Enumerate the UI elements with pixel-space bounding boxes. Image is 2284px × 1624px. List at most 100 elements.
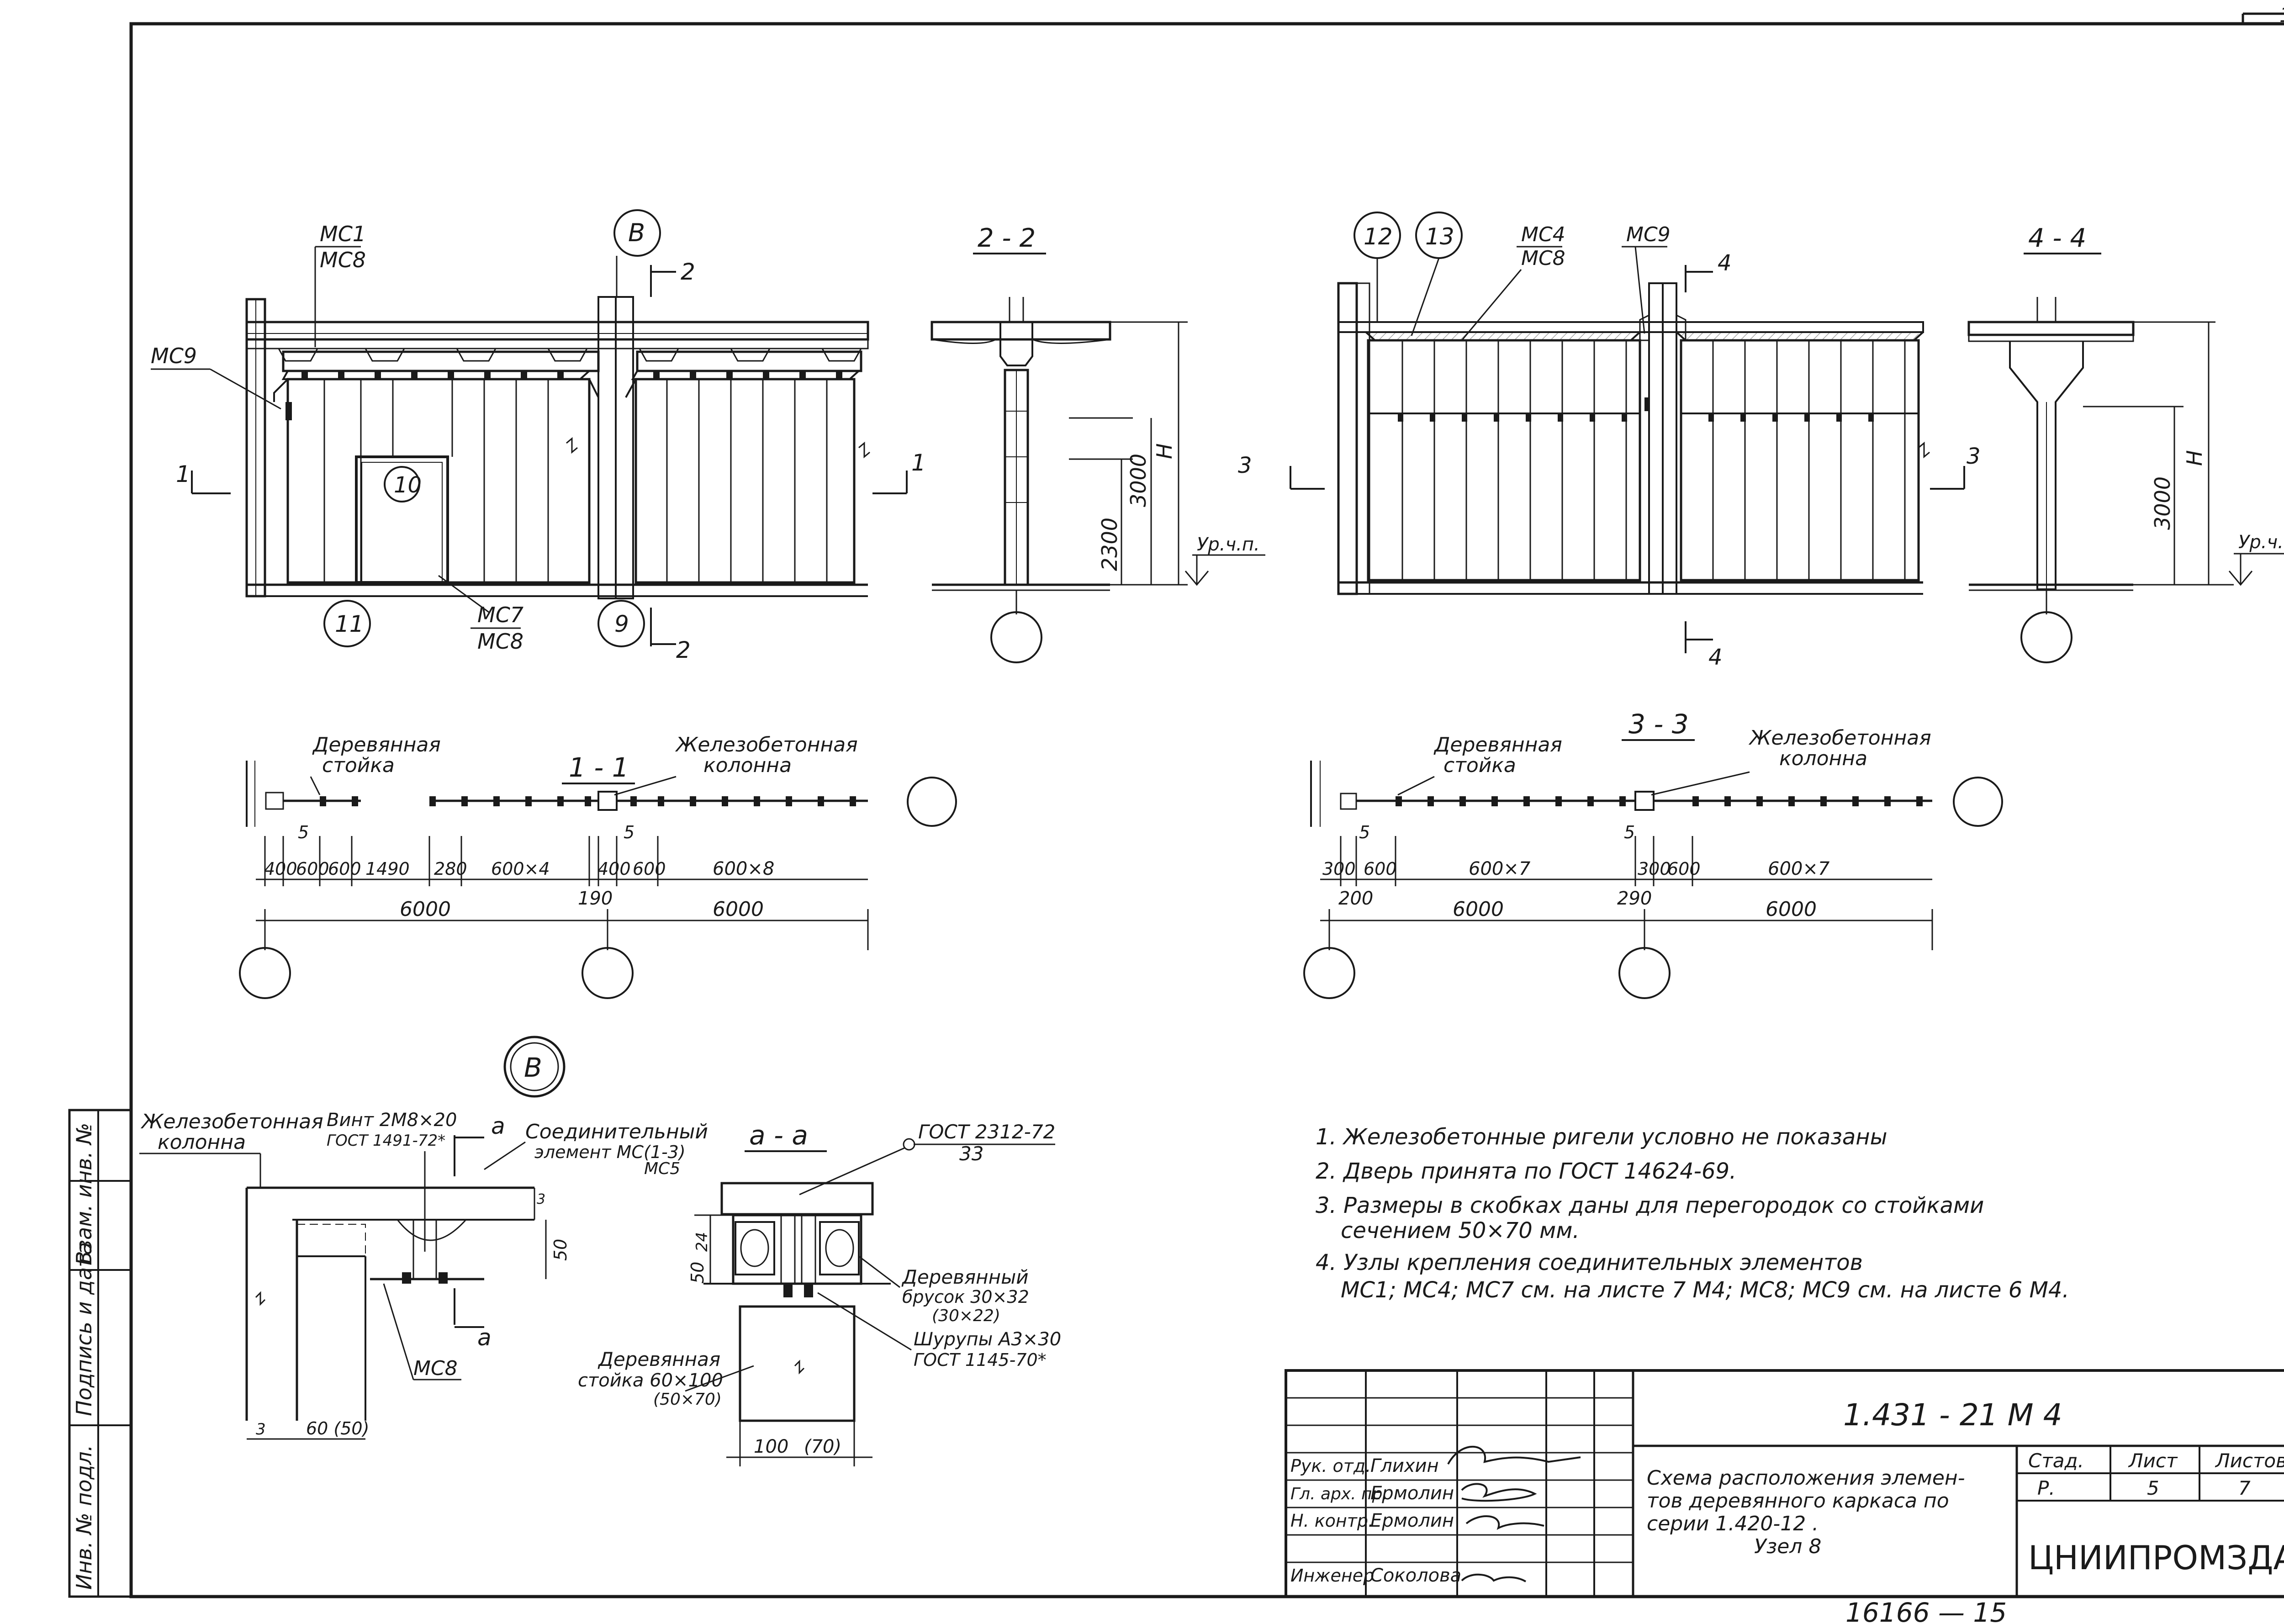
plan-3-3: 3 - 3 Деревянная стойка Железобетонная к… xyxy=(1303,709,2003,999)
note-4: 4. Узлы крепления соединительных элемент… xyxy=(1316,1250,1863,1275)
section-4-4: 4 - 4 3000 Н Ур.ч.п. xyxy=(1967,223,2284,663)
node-rc-col-2: колонна xyxy=(158,1131,246,1154)
sheet-title-line-2: тов деревянного каркаса по xyxy=(1647,1489,1949,1513)
plan11-dim-5a: 5 xyxy=(298,822,309,842)
node-screw-1: Винт 2М8×20 xyxy=(327,1110,457,1131)
plan33-dim-300b: 300 xyxy=(1638,859,1671,879)
secaa-screws-2: ГОСТ 1145-70* xyxy=(914,1350,1047,1370)
node-mc8: МС8 xyxy=(413,1357,458,1380)
plan33-dim-600x7b: 600×7 xyxy=(1768,858,1830,879)
section-2-2-title: 2 - 2 xyxy=(978,223,1036,253)
plan33-dim-600a: 600 xyxy=(1364,859,1397,879)
secaa-screws-1: Шурупы А3×30 xyxy=(914,1329,1061,1350)
sheet-frame: 14 xyxy=(129,4,2284,1598)
plan11-dim-5b: 5 xyxy=(624,822,634,842)
bottom-archive-number: 16166 — 15 xyxy=(1845,1597,2007,1624)
plan11-dim-600a: 600 xyxy=(296,859,329,879)
side-label-inv: Инв. № подл. xyxy=(72,1445,96,1590)
plan11-dim-400a: 400 xyxy=(264,859,297,879)
plan33-span-2: 6000 xyxy=(1766,898,1817,921)
stamp-role-5: Инженер xyxy=(1290,1566,1374,1586)
section-2-2: 2 - 2 2300 3000 Н Ур.ч.п. xyxy=(931,223,1265,663)
secaa-brace-3: (30×22) xyxy=(932,1307,1000,1325)
plan11-wood-post-2: стойка xyxy=(322,754,395,777)
level-mark-b: Ур.ч.п. xyxy=(2238,532,2284,553)
dim-h-b: Н xyxy=(2182,450,2207,466)
door-number: 10 xyxy=(394,472,422,498)
dim-3000: 3000 xyxy=(1126,454,1151,507)
secaa-post-3: (50×70) xyxy=(653,1390,722,1409)
sheet-value: 5 xyxy=(2147,1477,2159,1499)
section-4-4-title: 4 - 4 xyxy=(2028,223,2086,253)
cut1-left: 1 xyxy=(176,461,190,487)
axis-13: 13 xyxy=(1425,223,1454,250)
axis-12: 12 xyxy=(1364,223,1393,250)
plan11-dim-600b: 600 xyxy=(328,859,361,879)
sheet-label: Лист xyxy=(2128,1449,2178,1472)
label-mc7: МС7 xyxy=(477,603,523,627)
side-label-replace: Взам. инв. № xyxy=(72,1123,96,1265)
stamp-name-3: Ермолин xyxy=(1370,1510,1454,1531)
plan11-rc-col-2: колонна xyxy=(703,754,792,777)
dim-3000-b: 3000 xyxy=(2150,476,2175,530)
plan33-mid: 290 xyxy=(1617,888,1652,909)
axis-b: В xyxy=(628,218,645,247)
axis-9: 9 xyxy=(614,611,629,637)
node-label: В xyxy=(524,1052,542,1083)
stamp-role-3: Н. контр. xyxy=(1290,1511,1374,1531)
label-mc8b: МС8 xyxy=(477,629,523,654)
cut2-top: 2 xyxy=(681,259,695,285)
secaa-gost-1: ГОСТ 2312-72 xyxy=(918,1121,1055,1143)
cut4-bottom: 4 xyxy=(1708,645,1723,670)
secaa-gost-2: 33 xyxy=(959,1143,983,1165)
plan11-dim-600x8: 600×8 xyxy=(713,858,774,879)
node-conn-3: МС5 xyxy=(644,1159,680,1178)
plan11-span-2: 6000 xyxy=(713,898,764,921)
sheets-label: Листов xyxy=(2215,1449,2284,1472)
stamp-role-1: Рук. отд. xyxy=(1290,1456,1371,1476)
node-b-detail: В Железобетонная колонна Винт 2М8×20 ГОС… xyxy=(139,1036,708,1440)
node-d50: 50 xyxy=(550,1239,571,1261)
plan33-span-1: 6000 xyxy=(1453,898,1504,921)
axis-11: 11 xyxy=(335,611,364,637)
plan33-dim-300a: 300 xyxy=(1322,859,1356,879)
plan33-dim-600x7a: 600×7 xyxy=(1469,858,1531,879)
label-mc9: МС9 xyxy=(151,344,197,368)
section-a-a-title: а - а xyxy=(749,1120,808,1151)
org-name: ЦНИИПРОМЗДАНИЙ xyxy=(2028,1539,2284,1577)
node-conn-1: Соединительный xyxy=(525,1120,708,1143)
plan-3-3-title: 3 - 3 xyxy=(1628,709,1689,740)
elevation-left: 10 МС1 МС8 МС9 В 2 2 1 1 xyxy=(151,209,926,663)
plan33-dim-600b: 600 xyxy=(1667,859,1701,879)
note-4-cont: МС1; МС4; МС7 см. на листе 7 М4; МС8; МС… xyxy=(1341,1277,2069,1303)
signatures xyxy=(1447,1445,1581,1582)
plan-1-1-title: 1 - 1 xyxy=(569,752,629,783)
label-mc1: МС1 xyxy=(320,222,366,246)
plan-1-1: 1 - 1 Деревянная стойка Железобетонная к… xyxy=(239,733,957,999)
note-2: 2. Дверь принята по ГОСТ 14624-69. xyxy=(1316,1158,1736,1184)
secaa-d100: 100 xyxy=(754,1436,788,1457)
plan11-mid: 190 xyxy=(578,888,613,909)
node-screw-2: ГОСТ 1491-72* xyxy=(327,1132,445,1150)
cut4-top: 4 xyxy=(1718,250,1732,276)
plan11-dim-600x4: 600×4 xyxy=(491,859,550,879)
plan11-span-1: 6000 xyxy=(400,898,451,921)
sheet-title-line-3: серии 1.420-12 . xyxy=(1647,1512,1819,1535)
secaa-d24: 24 xyxy=(693,1232,711,1252)
stamp-name-1: Глихин xyxy=(1370,1455,1439,1476)
stage-value: Р. xyxy=(2037,1477,2055,1499)
elevation-right: 12 13 МС4 МС8 МС9 4 4 3 3 xyxy=(1238,212,1981,670)
node-rc-col-1: Железобетонная xyxy=(140,1110,323,1133)
stamp-role-2: Гл. арх. пр. xyxy=(1290,1485,1388,1503)
stamp-name-5: Соколова xyxy=(1370,1565,1461,1586)
node-d3: 3 xyxy=(537,1191,545,1207)
corner-number: 14 xyxy=(2279,4,2284,27)
secaa-post-1: Деревянная xyxy=(597,1348,720,1370)
plan11-dim-400b: 400 xyxy=(597,859,631,879)
label-mc8: МС8 xyxy=(1521,247,1565,270)
plan11-wood-post-1: Деревянная xyxy=(312,733,441,756)
cut1-right: 1 xyxy=(911,450,926,476)
note-1: 1. Железобетонные ригели условно не пока… xyxy=(1316,1124,1887,1150)
label-mc8: МС8 xyxy=(320,248,366,272)
